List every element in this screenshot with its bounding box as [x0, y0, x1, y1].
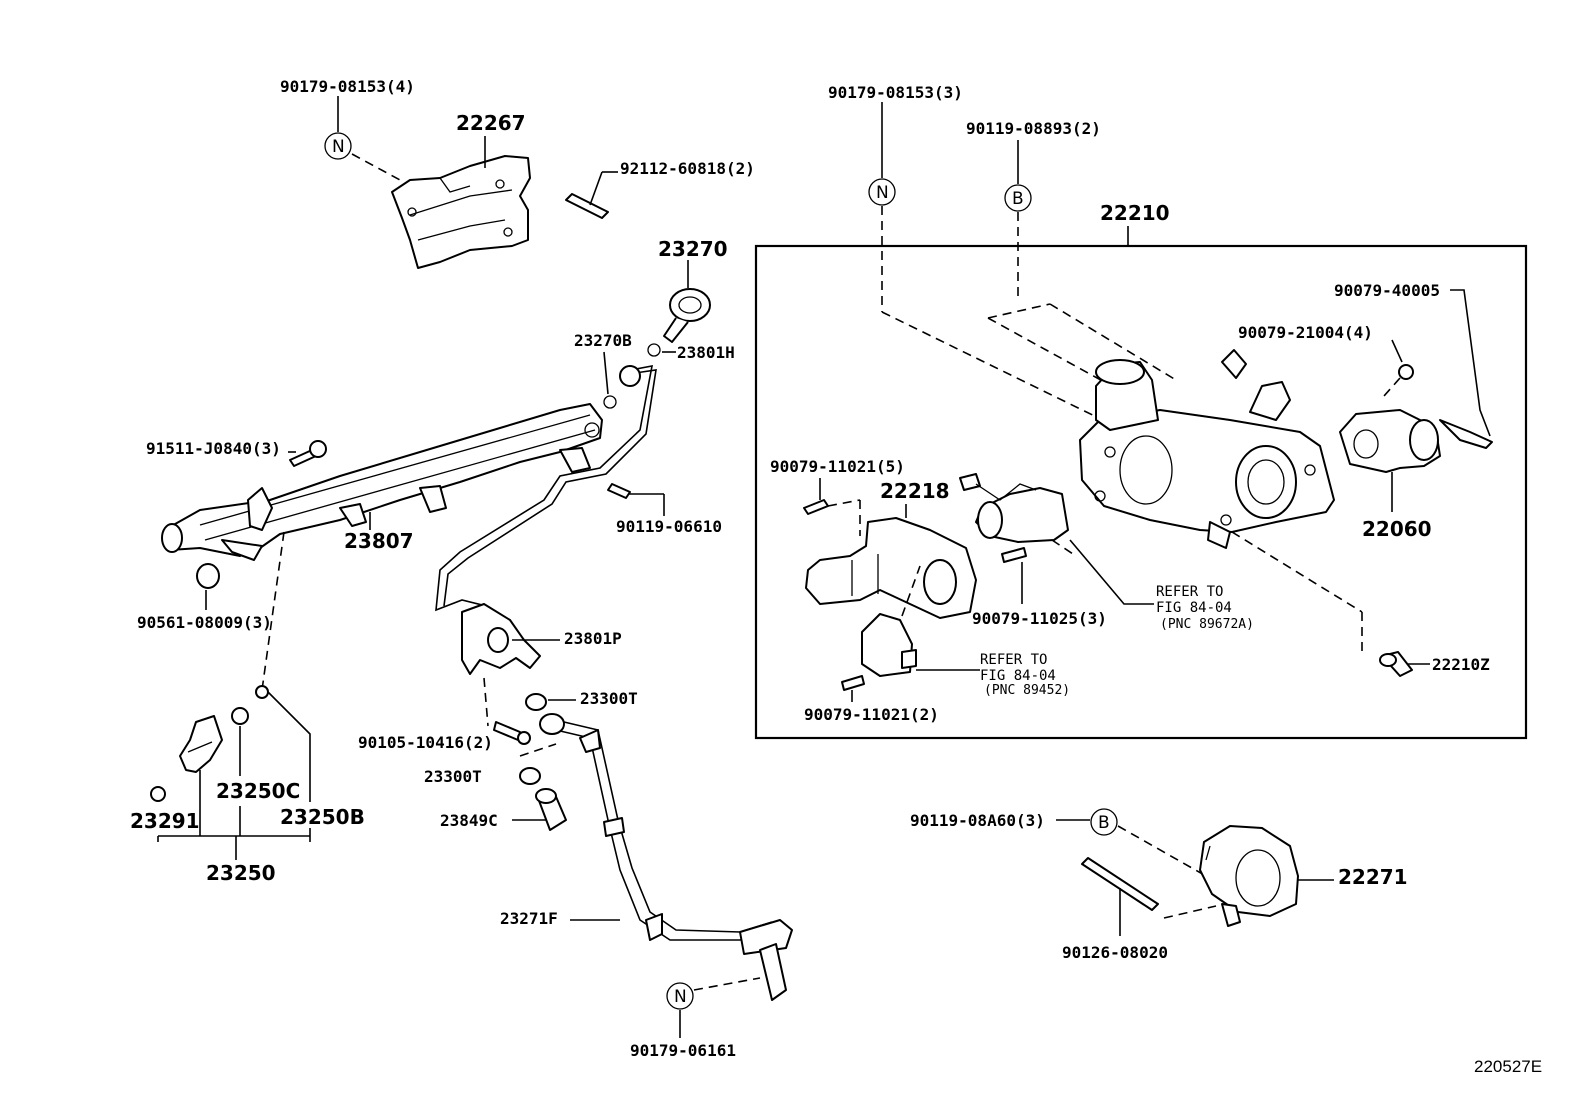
o-ring-23250c	[231, 707, 249, 725]
refer2-line3: (PNC 89452)	[984, 683, 1070, 698]
gasket-22271	[1199, 825, 1299, 927]
label-90179-08153-3: 90179-08153(3)	[828, 83, 963, 102]
refer2-line2: FIG 84-04	[980, 668, 1056, 684]
valve-22218	[805, 517, 977, 619]
label-91511-j0840: 91511-J0840(3)	[146, 439, 281, 458]
marker-b-top	[1004, 184, 1032, 212]
label-23801p: 23801P	[564, 629, 622, 648]
label-23849c: 23849C	[440, 811, 498, 830]
stud-90126	[1081, 857, 1159, 911]
marker-n-label: N	[332, 137, 345, 157]
insulator-90561	[196, 563, 220, 589]
hose-23271f	[539, 713, 793, 1001]
label-92112-60818: 92112-60818(2)	[620, 159, 755, 178]
label-90561-08009: 90561-08009(3)	[137, 613, 272, 632]
label-23270: 23270	[658, 237, 728, 261]
connector-small	[1221, 349, 1247, 379]
label-22060: 22060	[1362, 517, 1432, 541]
fitting-23270b	[619, 365, 641, 387]
marker-b-top-label: B	[1012, 189, 1024, 209]
bolt-90119-06610	[607, 483, 631, 499]
label-22218: 22218	[880, 479, 950, 503]
label-23801h: 23801H	[677, 343, 735, 362]
gasket-23300t-b	[519, 767, 541, 785]
clip-23291	[150, 786, 166, 802]
marker-n-bottom	[666, 982, 694, 1010]
marker-n-right	[868, 178, 896, 206]
label-23250: 23250	[206, 861, 276, 885]
label-90126-08020: 90126-08020	[1062, 943, 1168, 962]
label-23291: 23291	[130, 809, 200, 833]
label-90179-06161: 90179-06161	[630, 1041, 736, 1060]
valve-22060	[1339, 409, 1441, 473]
label-23250c: 23250C	[216, 779, 300, 803]
label-90079-21004: 90079-21004(4)	[1238, 323, 1373, 342]
marker-b-bottom	[1090, 808, 1118, 836]
label-90119-08a60: 90119-08A60(3)	[910, 811, 1045, 830]
screw-90079-11025	[1001, 547, 1027, 563]
label-90179-08153-4: 90179-08153(4)	[280, 77, 415, 96]
union-bolt-23849c	[535, 788, 567, 831]
label-90119-06610: 90119-06610	[616, 517, 722, 536]
label-23271f: 23271F	[500, 909, 558, 928]
fuel-rail-23807	[161, 403, 603, 561]
throttle-body-22210	[1079, 359, 1335, 549]
motor-isc	[959, 473, 1069, 543]
label-90119-08893: 90119-08893(2)	[966, 119, 1101, 138]
marker-b-bottom-label: B	[1098, 813, 1110, 833]
label-90079-40005: 90079-40005	[1334, 281, 1440, 300]
injector-23250	[179, 715, 223, 773]
label-22271: 22271	[1338, 865, 1408, 889]
label-23807: 23807	[344, 529, 414, 553]
label-22267: 22267	[456, 111, 526, 135]
label-90079-11021-5: 90079-11021(5)	[770, 457, 905, 476]
bolt-91511	[289, 440, 327, 467]
screw-90079-11021-5	[803, 499, 829, 515]
assembly-frame-22210	[754, 244, 1528, 740]
label-23250b: 23250B	[280, 805, 365, 829]
label-23270b: 23270B	[574, 331, 632, 350]
label-22210: 22210	[1100, 201, 1170, 225]
stud-92112	[565, 193, 609, 219]
bolt-90105	[493, 721, 531, 745]
refer1-line3: (PNC 89672A)	[1160, 617, 1254, 632]
label-23300t-b: 23300T	[424, 767, 482, 786]
label-22210z: 22210Z	[1432, 655, 1490, 674]
screw-90079-11021-2	[841, 675, 865, 691]
marker-n-right-label: N	[876, 183, 889, 203]
marker-n-circle	[324, 132, 352, 160]
label-90105-10416: 90105-10416(2)	[358, 733, 493, 752]
regulator-23270	[663, 288, 711, 343]
bracket-22267	[391, 155, 531, 269]
refer1-line1: REFER TO	[1156, 584, 1223, 600]
gasket-23300t-a	[525, 693, 547, 711]
figure-id: 220527E	[1474, 1057, 1542, 1076]
label-90079-11025: 90079-11025(3)	[972, 609, 1107, 628]
union-23801p	[461, 603, 541, 675]
o-ring-23250b	[255, 685, 269, 699]
sensor-throttle-position	[861, 613, 917, 677]
refer1-line2: FIG 84-04	[1156, 600, 1232, 616]
clip-90079-40005	[1439, 419, 1493, 449]
label-23300t-a: 23300T	[580, 689, 638, 708]
screw-90079-21004	[1398, 364, 1414, 380]
refer2-line1: REFER TO	[980, 652, 1047, 668]
label-90079-11021-2: 90079-11021(2)	[804, 705, 939, 724]
fitting-22210z	[1379, 651, 1413, 677]
marker-n-bottom-label: N	[674, 987, 687, 1007]
